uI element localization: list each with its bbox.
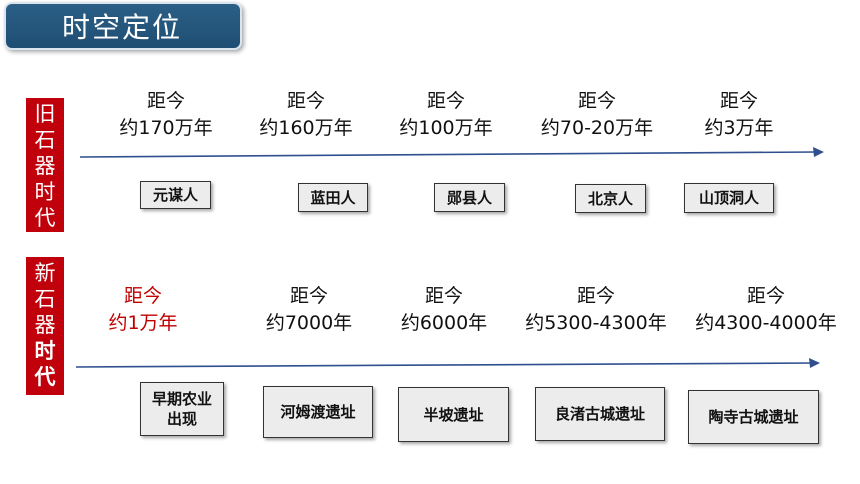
neolithic-time-3: 距今 约6000年 bbox=[401, 283, 487, 337]
time-line: 约1万年 bbox=[108, 312, 178, 334]
time-line: 约6000年 bbox=[400, 312, 488, 334]
site-beijing: 北京人 bbox=[575, 184, 646, 213]
time-line: 距今 bbox=[577, 90, 616, 112]
site-yuanmou: 元谋人 bbox=[140, 181, 211, 209]
time-line: 约4300-4000年 bbox=[695, 312, 837, 334]
neolithic-time-4: 距今 约5300-4300年 bbox=[525, 283, 667, 337]
time-line: 约3万年 bbox=[704, 117, 774, 139]
era-char: 代 bbox=[34, 206, 56, 230]
time-line: 距今 bbox=[146, 90, 186, 112]
time-line: 距今 bbox=[424, 285, 464, 307]
paleolithic-time-3: 距今 约100万年 bbox=[399, 88, 492, 142]
era-char: 器 bbox=[34, 313, 56, 337]
paleolithic-time-5: 距今 约3万年 bbox=[704, 88, 773, 142]
time-line: 距今 bbox=[576, 285, 616, 307]
neolithic-timeline-arrow bbox=[75, 362, 813, 368]
era-char: 代 bbox=[34, 365, 56, 389]
era-char: 石 bbox=[34, 287, 56, 311]
site-yunxian: 郧县人 bbox=[434, 183, 505, 212]
time-line: 约5300-4300年 bbox=[525, 312, 667, 334]
era-char: 新 bbox=[34, 261, 56, 285]
neolithic-era-label: 新 石 器 时 代 bbox=[26, 257, 64, 395]
site-banpo: 半坡遗址 bbox=[398, 387, 509, 442]
site-taosi: 陶寺古城遗址 bbox=[688, 390, 819, 444]
paleolithic-time-1: 距今 约170万年 bbox=[119, 88, 212, 142]
site-hemudu: 河姆渡遗址 bbox=[263, 386, 373, 438]
neolithic-arrowhead bbox=[809, 358, 820, 368]
era-char: 旧 bbox=[34, 102, 56, 126]
time-line: 约170万年 bbox=[119, 117, 213, 139]
paleolithic-time-4: 距今 约70-20万年 bbox=[541, 88, 653, 142]
page-title: 时空定位 bbox=[4, 2, 242, 50]
era-char: 时 bbox=[34, 180, 56, 204]
paleolithic-era-label: 旧 石 器 时 代 bbox=[26, 98, 64, 232]
neolithic-time-5: 距今 约4300-4000年 bbox=[695, 283, 837, 337]
site-early-agriculture: 早期农业出现 bbox=[140, 382, 224, 436]
time-line: 距今 bbox=[123, 285, 162, 307]
site-lantian: 蓝田人 bbox=[298, 183, 368, 212]
time-line: 约100万年 bbox=[399, 117, 493, 139]
era-char: 石 bbox=[34, 128, 56, 152]
time-line: 距今 bbox=[289, 285, 329, 307]
paleolithic-arrowhead bbox=[813, 147, 824, 157]
paleolithic-timeline-arrow bbox=[79, 151, 817, 158]
time-line: 距今 bbox=[719, 90, 758, 112]
time-line: 约7000年 bbox=[265, 312, 353, 334]
era-char: 器 bbox=[34, 154, 56, 178]
site-shandingdong: 山顶洞人 bbox=[684, 183, 774, 213]
neolithic-time-2: 距今 约7000年 bbox=[266, 283, 352, 337]
time-line: 距今 bbox=[746, 285, 786, 307]
time-line: 距今 bbox=[426, 90, 466, 112]
site-liangzhu: 良渚古城遗址 bbox=[535, 387, 665, 441]
era-char: 时 bbox=[34, 339, 56, 363]
paleolithic-time-2: 距今 约160万年 bbox=[259, 88, 352, 142]
time-line: 约160万年 bbox=[259, 117, 353, 139]
time-line: 约70-20万年 bbox=[540, 117, 654, 139]
time-line: 距今 bbox=[286, 90, 326, 112]
neolithic-time-1: 距今 约1万年 bbox=[108, 283, 177, 337]
